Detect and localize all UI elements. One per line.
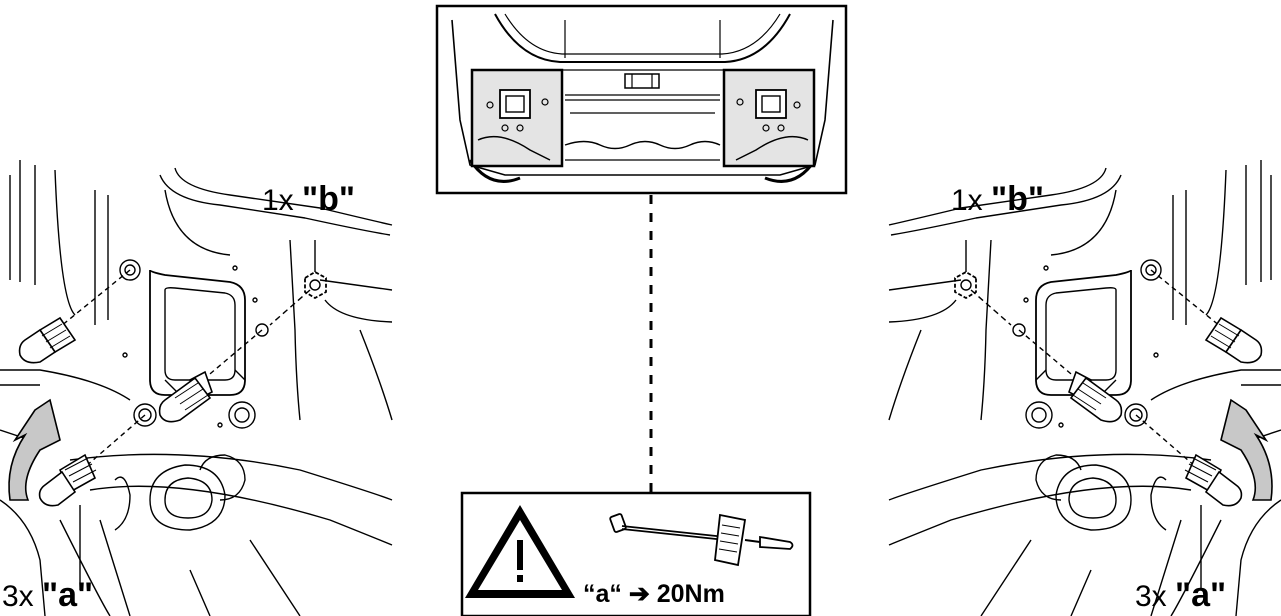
bolt-a-right-lower [1184, 453, 1243, 507]
label-right-a-letter: "a" [1175, 576, 1227, 614]
nut-b-left [304, 270, 327, 300]
label-right-b-letter: "b" [991, 180, 1045, 218]
bolt-a-left-middle [158, 370, 213, 423]
right-detail-view [888, 160, 1281, 616]
label-left-a-count: 3x [2, 580, 34, 613]
label-right-a-count: 3x [1135, 580, 1167, 613]
label-right-b-count: 1x [951, 184, 983, 217]
bolt-a-left-lower [38, 453, 97, 507]
bolt-a-left-upper [18, 316, 77, 364]
label-left-b: 1x "b" [262, 182, 355, 216]
bolt-a-right-upper [1204, 316, 1263, 364]
bolt-a-right-middle [1068, 370, 1123, 423]
label-left-b-letter: "b" [302, 180, 356, 218]
label-right-b: 1x "b" [951, 182, 1044, 216]
nut-b-right [954, 270, 977, 300]
label-left-a: 3x "a" [2, 578, 93, 612]
label-left-a-letter: "a" [42, 576, 94, 614]
torque-wrench-icon [609, 513, 794, 567]
label-left-b-count: 1x [262, 184, 294, 217]
label-right-a: 3x "a" [1135, 578, 1226, 612]
overview-panel [435, 4, 848, 195]
left-detail-view [0, 160, 393, 616]
torque-panel [460, 491, 812, 616]
warning-triangle-icon [465, 505, 575, 598]
torque-spec-text: “a“ ➔ 20Nm [583, 580, 725, 608]
